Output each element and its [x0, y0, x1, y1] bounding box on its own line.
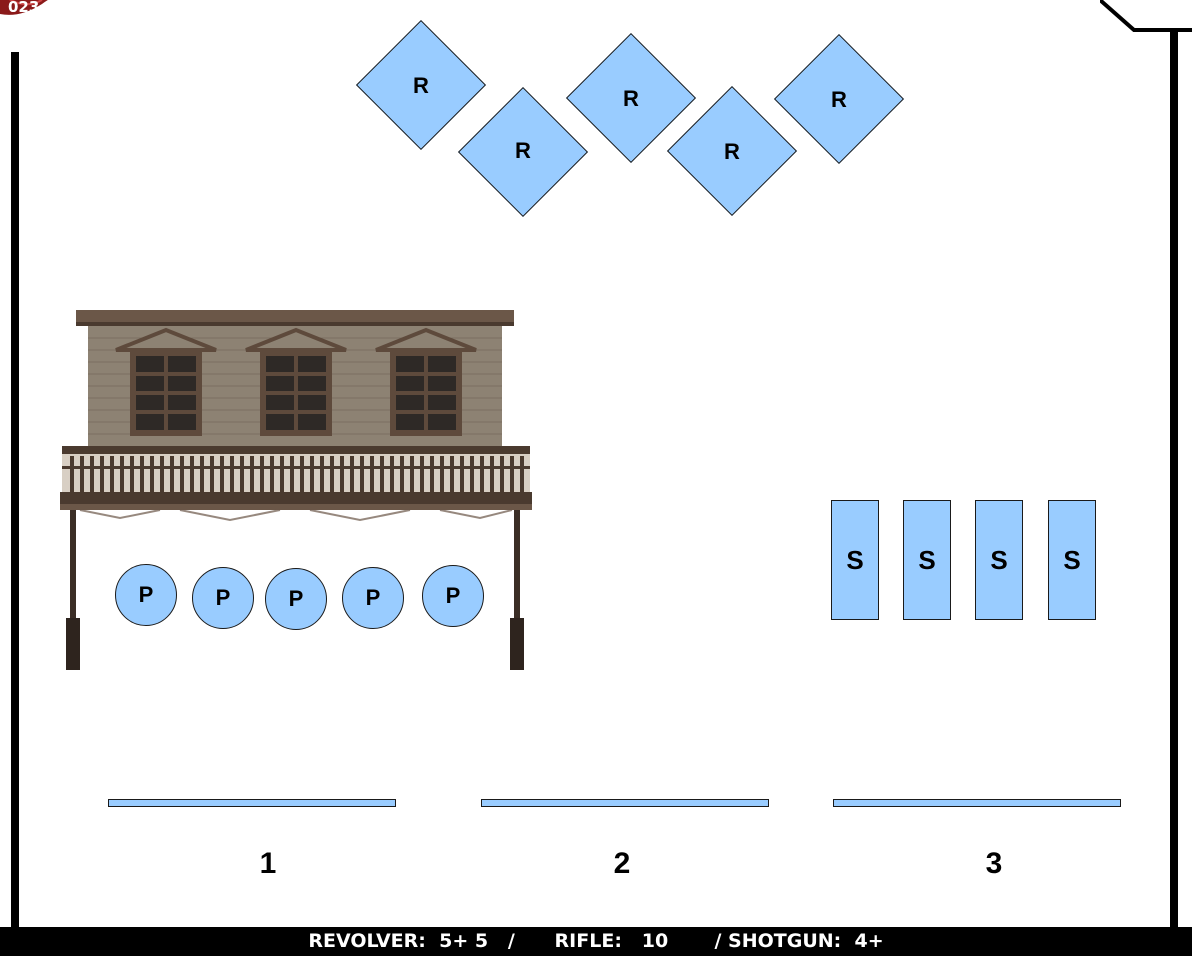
- shotgun-target: S: [903, 500, 951, 620]
- pistol-target: P: [192, 567, 254, 629]
- rifle-target-label: R: [413, 73, 429, 98]
- station-label-2: 2: [613, 847, 631, 880]
- station-bar-2: [481, 799, 769, 807]
- saloon-building-icon: [60, 310, 532, 670]
- rifle-target-label: R: [831, 87, 847, 112]
- pistol-target: P: [342, 567, 404, 629]
- station-bar-3: [833, 799, 1121, 807]
- station-bar-1: [108, 799, 396, 807]
- right-wall: [1170, 30, 1178, 927]
- station-label-1: 1: [259, 847, 277, 880]
- pistol-target: P: [115, 564, 177, 626]
- left-wall: [11, 52, 19, 927]
- logo-icon: [0, 0, 48, 15]
- rifle-target-label: R: [515, 138, 531, 163]
- station-label-3: 3: [985, 847, 1003, 880]
- shotgun-target: S: [831, 500, 879, 620]
- shotgun-target: S: [975, 500, 1023, 620]
- rifle-target-label: R: [724, 139, 740, 164]
- pistol-target: P: [265, 568, 327, 630]
- round-count-footer: REVOLVER: 5+ 5 / RIFLE: 10 / SHOTGUN: 4+: [0, 927, 1192, 956]
- corner-tab-icon: [1100, 0, 1192, 32]
- shotgun-target: S: [1048, 500, 1096, 620]
- logo-year: 023: [8, 0, 40, 16]
- logo-badge: 023: [0, 0, 110, 18]
- rifle-target-label: R: [623, 86, 639, 111]
- pistol-target: P: [422, 565, 484, 627]
